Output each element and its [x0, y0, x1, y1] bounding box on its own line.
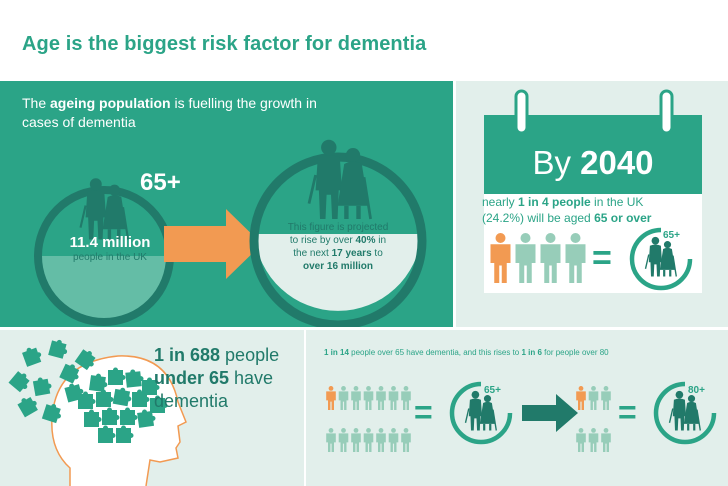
- ageing-population-panel: The ageing population is fuelling the gr…: [0, 81, 453, 327]
- calendar-ring-icon: [659, 89, 674, 135]
- aged-65-label: 65+: [663, 230, 680, 241]
- people-group-14: [326, 386, 411, 452]
- calendar-ring-icon: [514, 89, 529, 135]
- ageing-intro-text: The ageing population is fuelling the gr…: [22, 94, 352, 132]
- forecast-ratio: 1 in 4 people: [518, 195, 591, 209]
- page-title: Age is the biggest risk factor for demen…: [22, 33, 427, 55]
- projection-line-1: This figure is projected: [287, 222, 389, 233]
- current-population-value: 11.4 million: [69, 234, 151, 251]
- over-65-ratio: 1 in 14: [324, 348, 349, 357]
- elderly-couple-icon: [644, 236, 677, 278]
- current-population-caption: people in the UK: [73, 252, 147, 263]
- aged-65-circle: [449, 381, 513, 445]
- forecast-2040-panel: By 2040 nearly 1 in 4 people in the UK (2…: [456, 81, 728, 327]
- person-icon: [326, 428, 336, 452]
- current-population-circle: [34, 177, 174, 326]
- forecast-age-group: 65 or over: [594, 211, 652, 225]
- under-65-age: under 65: [154, 368, 230, 388]
- forecast-year: 2040: [580, 144, 654, 181]
- person-icon: [601, 386, 611, 410]
- person-icon: [515, 233, 536, 283]
- over-65-panel: 1 in 14 people over 65 have dementia, an…: [306, 330, 728, 486]
- forecast-year-heading: By 2040: [484, 143, 702, 183]
- over-80-ratio: 1 in 6: [521, 348, 542, 357]
- forecast-stat-text: nearly 1 in 4 people in the UK (24.2%) wi…: [482, 194, 712, 226]
- arrow-right-icon: [522, 394, 578, 432]
- aged-65-label: 65+: [484, 385, 501, 396]
- intro-text-pre: The: [22, 95, 51, 111]
- arrow-right-icon: [164, 209, 262, 279]
- person-icon: [351, 386, 361, 410]
- person-icon: [338, 428, 349, 452]
- forecast-stat-line-2: (24.2%) will be aged: [482, 211, 595, 225]
- under-65-ratio: 1 in 688: [154, 345, 221, 365]
- person-icon: [588, 428, 599, 452]
- aged-65-circle: [629, 227, 693, 291]
- person-icon: [540, 233, 561, 283]
- projection-line-2: to rise by over 40% in: [268, 234, 408, 247]
- equals-sign: =: [618, 394, 637, 430]
- people-group-6: [576, 386, 611, 452]
- person-icon: [338, 386, 349, 410]
- forecast-stat-mid: in the UK: [590, 195, 644, 209]
- person-icon: [401, 428, 411, 452]
- calendar-rings: [514, 89, 674, 135]
- aged-80-label: 80+: [688, 385, 705, 396]
- projection-line-2-post: in: [375, 235, 387, 246]
- person-icon: [565, 233, 586, 283]
- intro-text-bold: ageing population: [50, 95, 171, 111]
- age-label: 65+: [140, 169, 181, 196]
- under-65-line-1: 1 in 688 people: [154, 345, 279, 365]
- by-word: By: [532, 144, 571, 181]
- projection-line-3-pre: the next: [293, 248, 332, 259]
- elderly-couple-icon: [668, 390, 701, 432]
- equals-sign: =: [414, 394, 433, 430]
- projection-years: 17 years: [331, 248, 372, 259]
- person-icon: [576, 386, 586, 410]
- under-65-line-3: dementia: [154, 391, 229, 411]
- ageing-graphics: [34, 138, 427, 327]
- person-icon: [351, 428, 361, 452]
- person-icon: [388, 428, 399, 452]
- person-icon: [588, 386, 599, 410]
- forecast-stat-pre: nearly: [482, 195, 519, 209]
- intro-text-post: is fuelling the growth in cases of demen…: [22, 95, 317, 130]
- person-icon: [376, 428, 386, 452]
- person-icon: [401, 386, 411, 410]
- person-icon: [490, 233, 511, 283]
- projection-line-2-pre: to rise by over: [289, 235, 356, 246]
- person-icon: [363, 428, 374, 452]
- under-65-line-2: under 65 have: [154, 368, 273, 388]
- projection-line-3: the next 17 years to: [268, 247, 408, 260]
- under-65-panel: 1 in 688 people under 65 have dementia: [0, 330, 304, 486]
- over-65-text-1: people over 65 have dementia, and this r…: [348, 348, 522, 357]
- aged-80-circle: [653, 381, 717, 445]
- projection-line-4: over 16 million: [268, 260, 408, 273]
- person-icon: [601, 428, 611, 452]
- over-65-stat: 1 in 14 people over 65 have dementia, an…: [324, 347, 724, 358]
- projection-percent: 40%: [355, 235, 376, 246]
- under-65-line-2-post: have: [229, 368, 274, 388]
- forecast-people-row: [490, 233, 586, 283]
- head-puzzle-icon: [8, 338, 187, 486]
- projection-text: This figure is projected to rise by over…: [268, 221, 408, 273]
- person-icon: [363, 386, 374, 410]
- elderly-couple-icon: [464, 390, 497, 432]
- projection-line-3-post: to: [371, 248, 383, 259]
- projected-population-circle: [249, 138, 427, 327]
- person-icon: [388, 386, 399, 410]
- person-icon: [576, 428, 586, 452]
- projection-target: over 16 million: [302, 261, 374, 272]
- equals-sign: =: [592, 239, 612, 277]
- over-65-text-2: for people over 80: [541, 348, 609, 357]
- under-65-stat: 1 in 688 people under 65 have dementia: [154, 344, 304, 413]
- person-icon: [376, 386, 386, 410]
- person-icon: [326, 386, 336, 410]
- under-65-line-1-post: people: [220, 345, 280, 365]
